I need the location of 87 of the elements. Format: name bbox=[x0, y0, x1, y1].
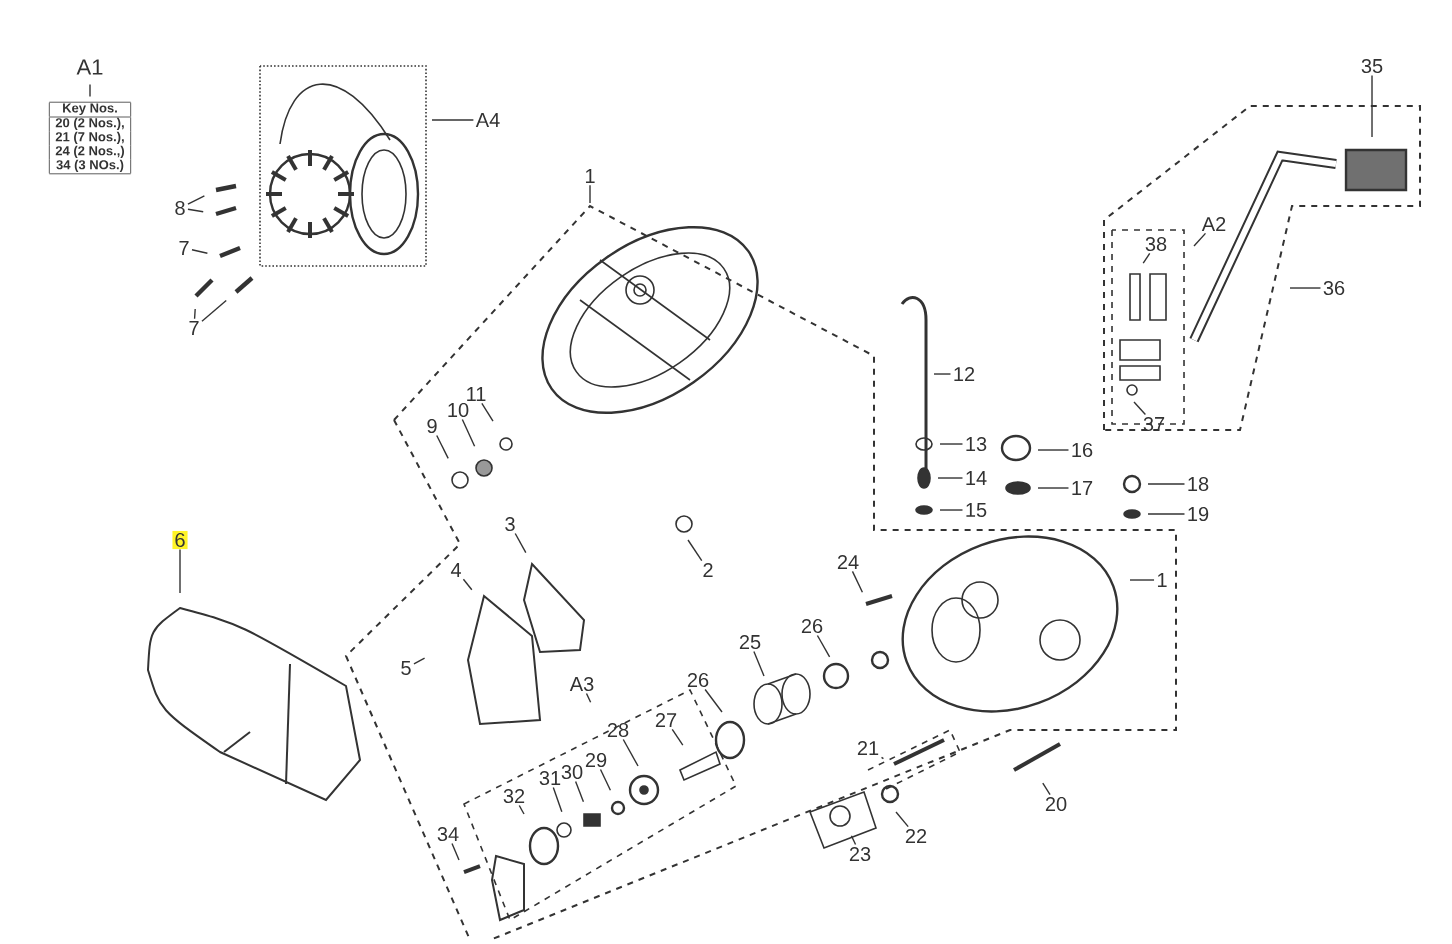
callout-number: 38 bbox=[1145, 236, 1167, 252]
leader-line bbox=[1289, 287, 1322, 289]
callout-number: 3 bbox=[505, 516, 515, 532]
leader-line bbox=[413, 657, 426, 665]
callout-number: 1 bbox=[1158, 573, 1167, 587]
leader-line bbox=[514, 532, 527, 554]
callout-number: 34 bbox=[437, 826, 459, 842]
leader-line bbox=[622, 738, 639, 767]
leader-line bbox=[671, 728, 684, 746]
leader-line bbox=[1371, 74, 1373, 138]
callout-number: 35 bbox=[1361, 58, 1383, 74]
leader-line bbox=[187, 195, 206, 205]
leader-line bbox=[1193, 232, 1207, 247]
callout-number: 12 bbox=[954, 367, 975, 381]
callout-number: 20 bbox=[1045, 796, 1067, 812]
leader-line bbox=[1142, 252, 1151, 264]
leader-line bbox=[201, 299, 227, 322]
leader-line bbox=[191, 249, 209, 254]
callout-number: 22 bbox=[905, 829, 927, 843]
callout-number: A3 bbox=[569, 676, 594, 692]
leader-line bbox=[1037, 449, 1070, 451]
callout-number: 13 bbox=[966, 436, 987, 452]
callout-number: 25 bbox=[739, 634, 761, 650]
callout-number: 24 bbox=[837, 555, 859, 569]
leader-line bbox=[187, 208, 204, 213]
leader-line bbox=[704, 688, 723, 713]
leader-line bbox=[1129, 579, 1155, 581]
leader-line bbox=[850, 835, 857, 846]
leader-line bbox=[687, 539, 703, 562]
callout-number: 5 bbox=[401, 661, 411, 675]
leader-line bbox=[816, 634, 831, 658]
leader-line bbox=[462, 578, 473, 591]
leader-line bbox=[589, 184, 591, 204]
leader-line bbox=[1147, 483, 1186, 485]
callout-number: 14 bbox=[966, 471, 987, 485]
leader-line bbox=[193, 308, 196, 320]
callout-number: 36 bbox=[1323, 280, 1345, 296]
leader-line bbox=[585, 692, 592, 703]
leader-line bbox=[1133, 401, 1147, 416]
leader-line bbox=[451, 842, 460, 861]
leader-line bbox=[431, 119, 475, 121]
leader-line bbox=[753, 650, 765, 677]
callout-number: 26 bbox=[687, 672, 709, 688]
leader-line bbox=[481, 402, 494, 422]
callout-number: 9 bbox=[427, 418, 437, 434]
leader-line bbox=[599, 768, 612, 791]
callout-number: 7 bbox=[189, 321, 199, 335]
callout-number: 19 bbox=[1188, 506, 1209, 522]
callout-number: 2 bbox=[703, 563, 713, 577]
callout-number: 16 bbox=[1072, 442, 1093, 458]
leader-line bbox=[939, 509, 964, 511]
callout-number: 32 bbox=[503, 788, 525, 804]
callout-number: 10 bbox=[448, 402, 469, 418]
callout-number: 17 bbox=[1072, 481, 1093, 495]
callout-number: 31 bbox=[539, 770, 561, 786]
callout-number: 28 bbox=[607, 722, 629, 738]
leader-line bbox=[461, 418, 476, 447]
leader-line bbox=[851, 570, 864, 593]
callout-number: A4 bbox=[475, 113, 500, 127]
callout-number: 27 bbox=[655, 713, 677, 727]
callout-number: 7 bbox=[179, 241, 189, 255]
callout-number: 8 bbox=[175, 200, 185, 216]
callout-number: 21 bbox=[857, 741, 879, 755]
leader-line bbox=[895, 811, 909, 828]
callout-number: A2 bbox=[1201, 217, 1226, 231]
callout-number: 23 bbox=[849, 846, 871, 862]
leader-line bbox=[574, 780, 585, 803]
leader-line bbox=[1037, 487, 1070, 489]
callout-number: 6 bbox=[172, 530, 188, 550]
callout-number: 29 bbox=[585, 752, 607, 768]
leader-line bbox=[880, 756, 885, 760]
callout-number: 30 bbox=[561, 764, 583, 780]
leader-line bbox=[933, 373, 952, 375]
leader-line bbox=[1042, 782, 1051, 796]
callout-number: 15 bbox=[966, 503, 987, 517]
leader-line bbox=[552, 786, 563, 813]
leader-line bbox=[1147, 513, 1186, 515]
leader-line bbox=[937, 477, 964, 479]
callout-number: 11 bbox=[467, 387, 486, 401]
callout-number: 4 bbox=[450, 563, 461, 577]
leader-line bbox=[179, 548, 181, 594]
leader-line bbox=[436, 434, 449, 460]
leader-line bbox=[518, 804, 525, 815]
callout-number: 18 bbox=[1188, 476, 1209, 492]
leader-line bbox=[939, 443, 964, 445]
callout-number: 1 bbox=[586, 169, 595, 183]
callout-number: 26 bbox=[801, 618, 823, 634]
